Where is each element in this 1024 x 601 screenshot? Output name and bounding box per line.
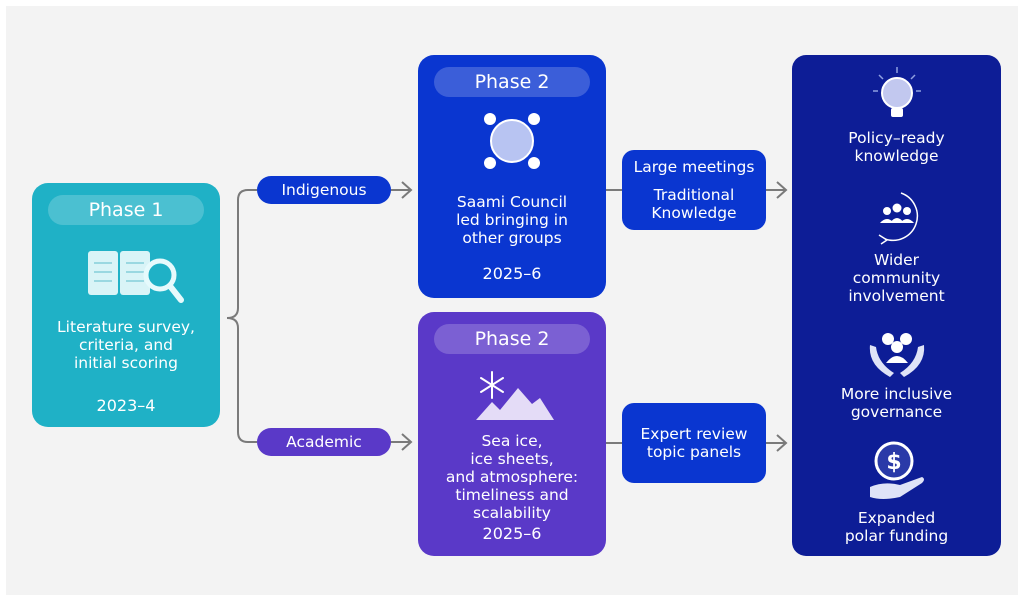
description-line: scalability [473, 504, 551, 522]
description-line: ice sheets, [470, 450, 554, 468]
description-line: timeliness and [455, 486, 569, 504]
indigenous-branch-tag: Indigenous [257, 176, 391, 204]
phase1-description: Literature survey, criteria, and initial… [32, 318, 220, 372]
description-line: led bringing in [456, 211, 568, 229]
phase1-line: initial scoring [74, 354, 178, 372]
hand-dollar-icon: $ [869, 441, 924, 499]
outcome-wider-community: Wider community involvement [792, 189, 1001, 305]
process-line: Traditional [653, 186, 735, 204]
outcomes-panel: Policy–ready knowledge Wider community i… [792, 55, 1001, 556]
expert-review-box: Expert review topic panels [622, 403, 766, 483]
outcome-polar-funding: $ Expanded polar funding [792, 441, 1001, 545]
community-cycle-icon [878, 192, 918, 245]
phase2-academic-years: 2025–6 [482, 524, 542, 543]
hands-people-icon [869, 333, 924, 377]
book-magnifier-icon [88, 251, 184, 303]
outcome-line: community [852, 269, 941, 287]
outcome-inclusive-governance: More inclusive governance [792, 327, 1001, 421]
phase2-indigenous-label: Phase 2 [434, 67, 590, 97]
phase1-years: 2023–4 [96, 396, 156, 415]
phase2-academic-description: Sea ice, ice sheets, and atmosphere: tim… [418, 432, 606, 522]
brace-connector [226, 189, 257, 443]
description-line: Saami Council [456, 193, 568, 211]
arrow-process-top [766, 181, 788, 199]
process-line: Expert review [640, 425, 748, 443]
arrow-academic [391, 433, 413, 451]
arrow-process-bottom [766, 434, 788, 452]
phase2-indigenous-years: 2025–6 [482, 264, 542, 283]
description-line: other groups [462, 229, 562, 247]
outcome-line: involvement [848, 287, 945, 305]
council-table-icon [484, 113, 540, 169]
outcome-line: Wider [873, 251, 920, 269]
outcome-policy-ready: Policy–ready knowledge [792, 65, 1001, 165]
outcome-line: More inclusive [840, 385, 953, 403]
process-line: Large meetings [633, 158, 755, 176]
arrow-indigenous [391, 181, 413, 199]
outcome-line: Policy–ready [848, 129, 945, 147]
phase1-line: criteria, and [78, 336, 173, 354]
phase2-indigenous-description: Saami Council led bringing in other grou… [418, 193, 606, 247]
process-line: topic panels [646, 443, 742, 461]
phase1-label: Phase 1 [48, 195, 204, 225]
phase2-academic-label: Phase 2 [434, 324, 590, 354]
large-meetings-box: Large meetings Traditional Knowledge [622, 150, 766, 230]
process-line: Knowledge [651, 204, 737, 222]
svg-text:$: $ [886, 450, 901, 475]
lightbulb-icon [872, 67, 921, 117]
snowflake-mountain-icon [476, 371, 554, 420]
description-line: Sea ice, [481, 432, 543, 450]
phase2-academic-card: Phase 2 Sea ice, ice sheets, and atmosph… [418, 312, 606, 556]
outcome-line: governance [850, 403, 943, 421]
outcome-line: knowledge [854, 147, 939, 165]
phase1-card: Phase 1 Literature survey, criteria, and… [32, 183, 220, 427]
phase2-indigenous-card: Phase 2 Saami Council led bringing in ot… [418, 55, 606, 298]
outcome-line: Expanded [857, 509, 936, 527]
description-line: and atmosphere: [445, 468, 579, 486]
outcome-line: polar funding [844, 527, 949, 545]
academic-branch-tag: Academic [257, 428, 391, 456]
phase1-line: Literature survey, [57, 318, 195, 336]
